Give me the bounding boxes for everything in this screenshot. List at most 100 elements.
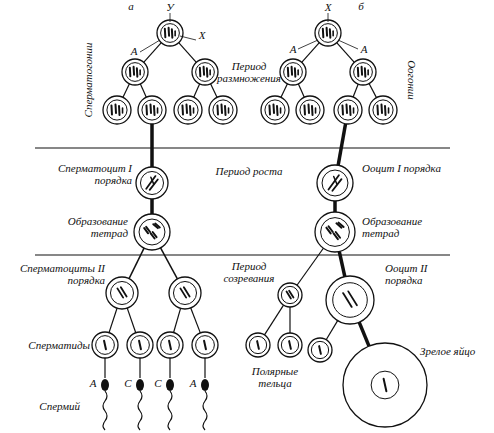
- cell-membrane: [246, 333, 270, 357]
- cell-membrane: [296, 96, 324, 124]
- cell-membrane: [315, 20, 341, 46]
- chromosome: [203, 67, 205, 75]
- chromosome: [153, 232, 157, 237]
- stage-label: Образование тетрад: [362, 215, 442, 239]
- chromosome: [367, 70, 369, 75]
- leader-line: [328, 13, 329, 22]
- chromosome: [280, 108, 282, 113]
- cell-membrane: [209, 96, 237, 124]
- chromosome: [139, 341, 141, 349]
- division-line: [144, 43, 162, 63]
- chromosome: [181, 105, 184, 114]
- cell-membrane: [106, 277, 138, 309]
- chromosome: [339, 223, 344, 227]
- cell-membrane: [317, 165, 353, 201]
- main-lineage-line: [150, 199, 154, 214]
- cell-membrane: [343, 343, 427, 427]
- chromosome: [287, 68, 289, 76]
- chromosome: [348, 291, 357, 305]
- period-separator: [35, 254, 450, 255]
- cell-nucleus: [311, 341, 328, 358]
- cell-nucleus: [281, 336, 298, 353]
- cell-membrane: [174, 96, 202, 124]
- division-line: [194, 84, 200, 97]
- cell-nucleus: [281, 286, 298, 303]
- cell-nucleus: [173, 281, 196, 304]
- sperm-head: [201, 379, 209, 391]
- division-line: [169, 358, 170, 378]
- cell-nucleus: [373, 100, 393, 120]
- chromosome: [268, 105, 271, 114]
- sperm-head: [166, 379, 174, 391]
- cell-nucleus: [161, 336, 180, 355]
- chromosome: [209, 70, 211, 75]
- cell-membrane: [192, 332, 218, 358]
- chromosome-letter: А: [188, 377, 198, 389]
- period-label: Период размножения: [214, 60, 284, 84]
- division-line: [211, 84, 217, 98]
- chromosome: [184, 287, 190, 296]
- cell-nucleus: [354, 63, 373, 82]
- cell-nucleus: [178, 100, 198, 120]
- division-line: [326, 321, 337, 340]
- cell-nucleus: [196, 63, 215, 82]
- cell-nucleus: [284, 63, 303, 82]
- cell-membrane: [92, 332, 118, 358]
- chromosome: [121, 287, 127, 296]
- chromosome: [139, 70, 141, 75]
- division-line: [174, 308, 181, 332]
- stage-label: Сперматиды: [8, 339, 90, 351]
- chromosome: [364, 68, 366, 76]
- sperm-head: [101, 379, 109, 391]
- chromosome: [319, 346, 321, 354]
- sperm-tail: [168, 391, 172, 430]
- chromosome: [315, 108, 317, 113]
- division-line: [104, 358, 105, 378]
- cell-membrane: [134, 214, 170, 250]
- chromosome: [388, 108, 390, 113]
- cell-nucleus: [213, 100, 233, 120]
- panel-letter: а: [124, 0, 138, 12]
- cell-membrane: [350, 59, 376, 85]
- cell-membrane: [157, 332, 183, 358]
- division-line: [264, 305, 283, 335]
- cell-nucleus: [322, 170, 348, 196]
- cell-membrane: [334, 96, 362, 124]
- chromosome: [129, 68, 131, 76]
- chromosome: [146, 227, 150, 232]
- chromosome: [185, 104, 188, 113]
- division-line: [204, 358, 205, 378]
- cell-nucleus: [249, 336, 266, 353]
- leader-line: [140, 40, 160, 52]
- stage-label: Сперматоциты II порядка: [3, 262, 105, 286]
- stage-label: Спермий: [18, 400, 80, 412]
- cell-nucleus: [371, 371, 399, 399]
- cell-membrane: [169, 277, 201, 309]
- cell-membrane: [315, 212, 355, 252]
- chromosome: [334, 177, 337, 185]
- cell-membrane: [326, 276, 374, 324]
- chromosome: [336, 232, 340, 238]
- chromosome: [228, 108, 230, 113]
- chromosome-letter: А: [287, 43, 299, 55]
- cell-nucleus: [321, 218, 350, 247]
- cell-nucleus: [107, 100, 127, 120]
- chromosome: [151, 177, 154, 184]
- cell-nucleus: [131, 336, 150, 355]
- chromosome: [204, 341, 206, 349]
- chromosome: [345, 104, 348, 113]
- cell-membrane: [136, 167, 168, 199]
- cell-nucleus: [338, 100, 358, 120]
- chromosome-letter: Х: [322, 1, 334, 13]
- chromosome: [376, 105, 379, 114]
- sperm-tail: [203, 391, 207, 430]
- chromosome: [257, 341, 259, 349]
- stage-label: Сперматоцит I порядка: [38, 162, 132, 186]
- chromosome-letter: С: [153, 377, 163, 389]
- cell-nucleus: [139, 219, 165, 245]
- chromosome-letter: Х: [196, 29, 208, 41]
- leader-line: [298, 40, 318, 49]
- cell-nucleus: [140, 171, 163, 194]
- cell-nucleus: [96, 336, 115, 355]
- cell-nucleus: [196, 336, 215, 355]
